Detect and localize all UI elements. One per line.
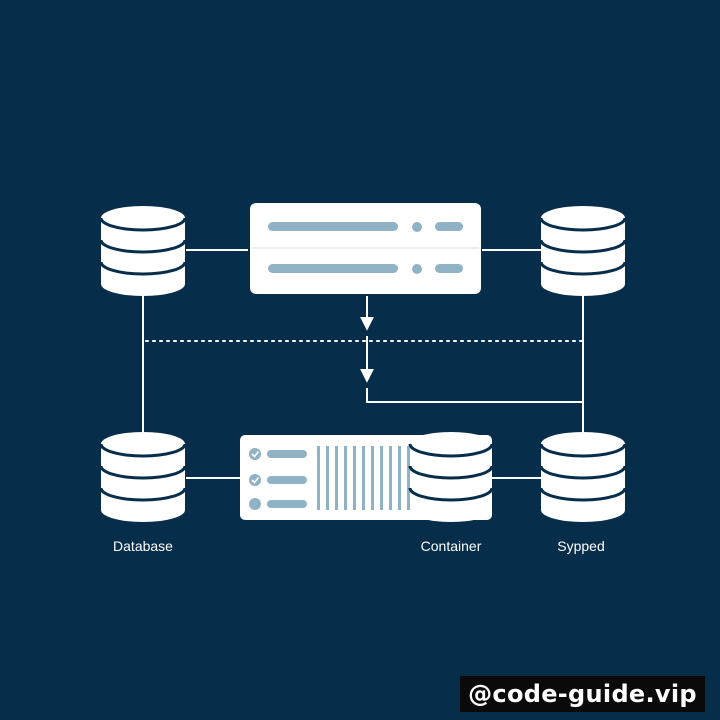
label-sypped: Sypped (557, 538, 605, 554)
server-row-1-pill (435, 222, 463, 231)
database-icon-bottom-left (99, 432, 187, 522)
database-icon-top-right (539, 206, 627, 296)
watermark: @code-guide.vip (460, 676, 705, 712)
database-nodes (99, 206, 627, 522)
server-row-2-pill (435, 264, 463, 273)
connector-return-path (366, 388, 583, 403)
database-icon-bottom-right (539, 432, 627, 522)
server-row-1-bar (268, 222, 398, 231)
check-circle-icon (249, 474, 261, 486)
status-dot-icon (249, 498, 261, 510)
server-panel (250, 203, 481, 294)
database-icon-top-left (99, 206, 187, 296)
label-database: Database (113, 538, 173, 554)
label-container: Container (420, 538, 482, 554)
server-row-2-bar (268, 264, 398, 273)
check-circle-icon (249, 448, 261, 460)
connector-lines (142, 249, 584, 479)
server-row-1-led (412, 222, 422, 232)
server-row-2-led (412, 264, 422, 274)
vent-grille (317, 446, 410, 510)
database-icon-container (408, 432, 494, 522)
